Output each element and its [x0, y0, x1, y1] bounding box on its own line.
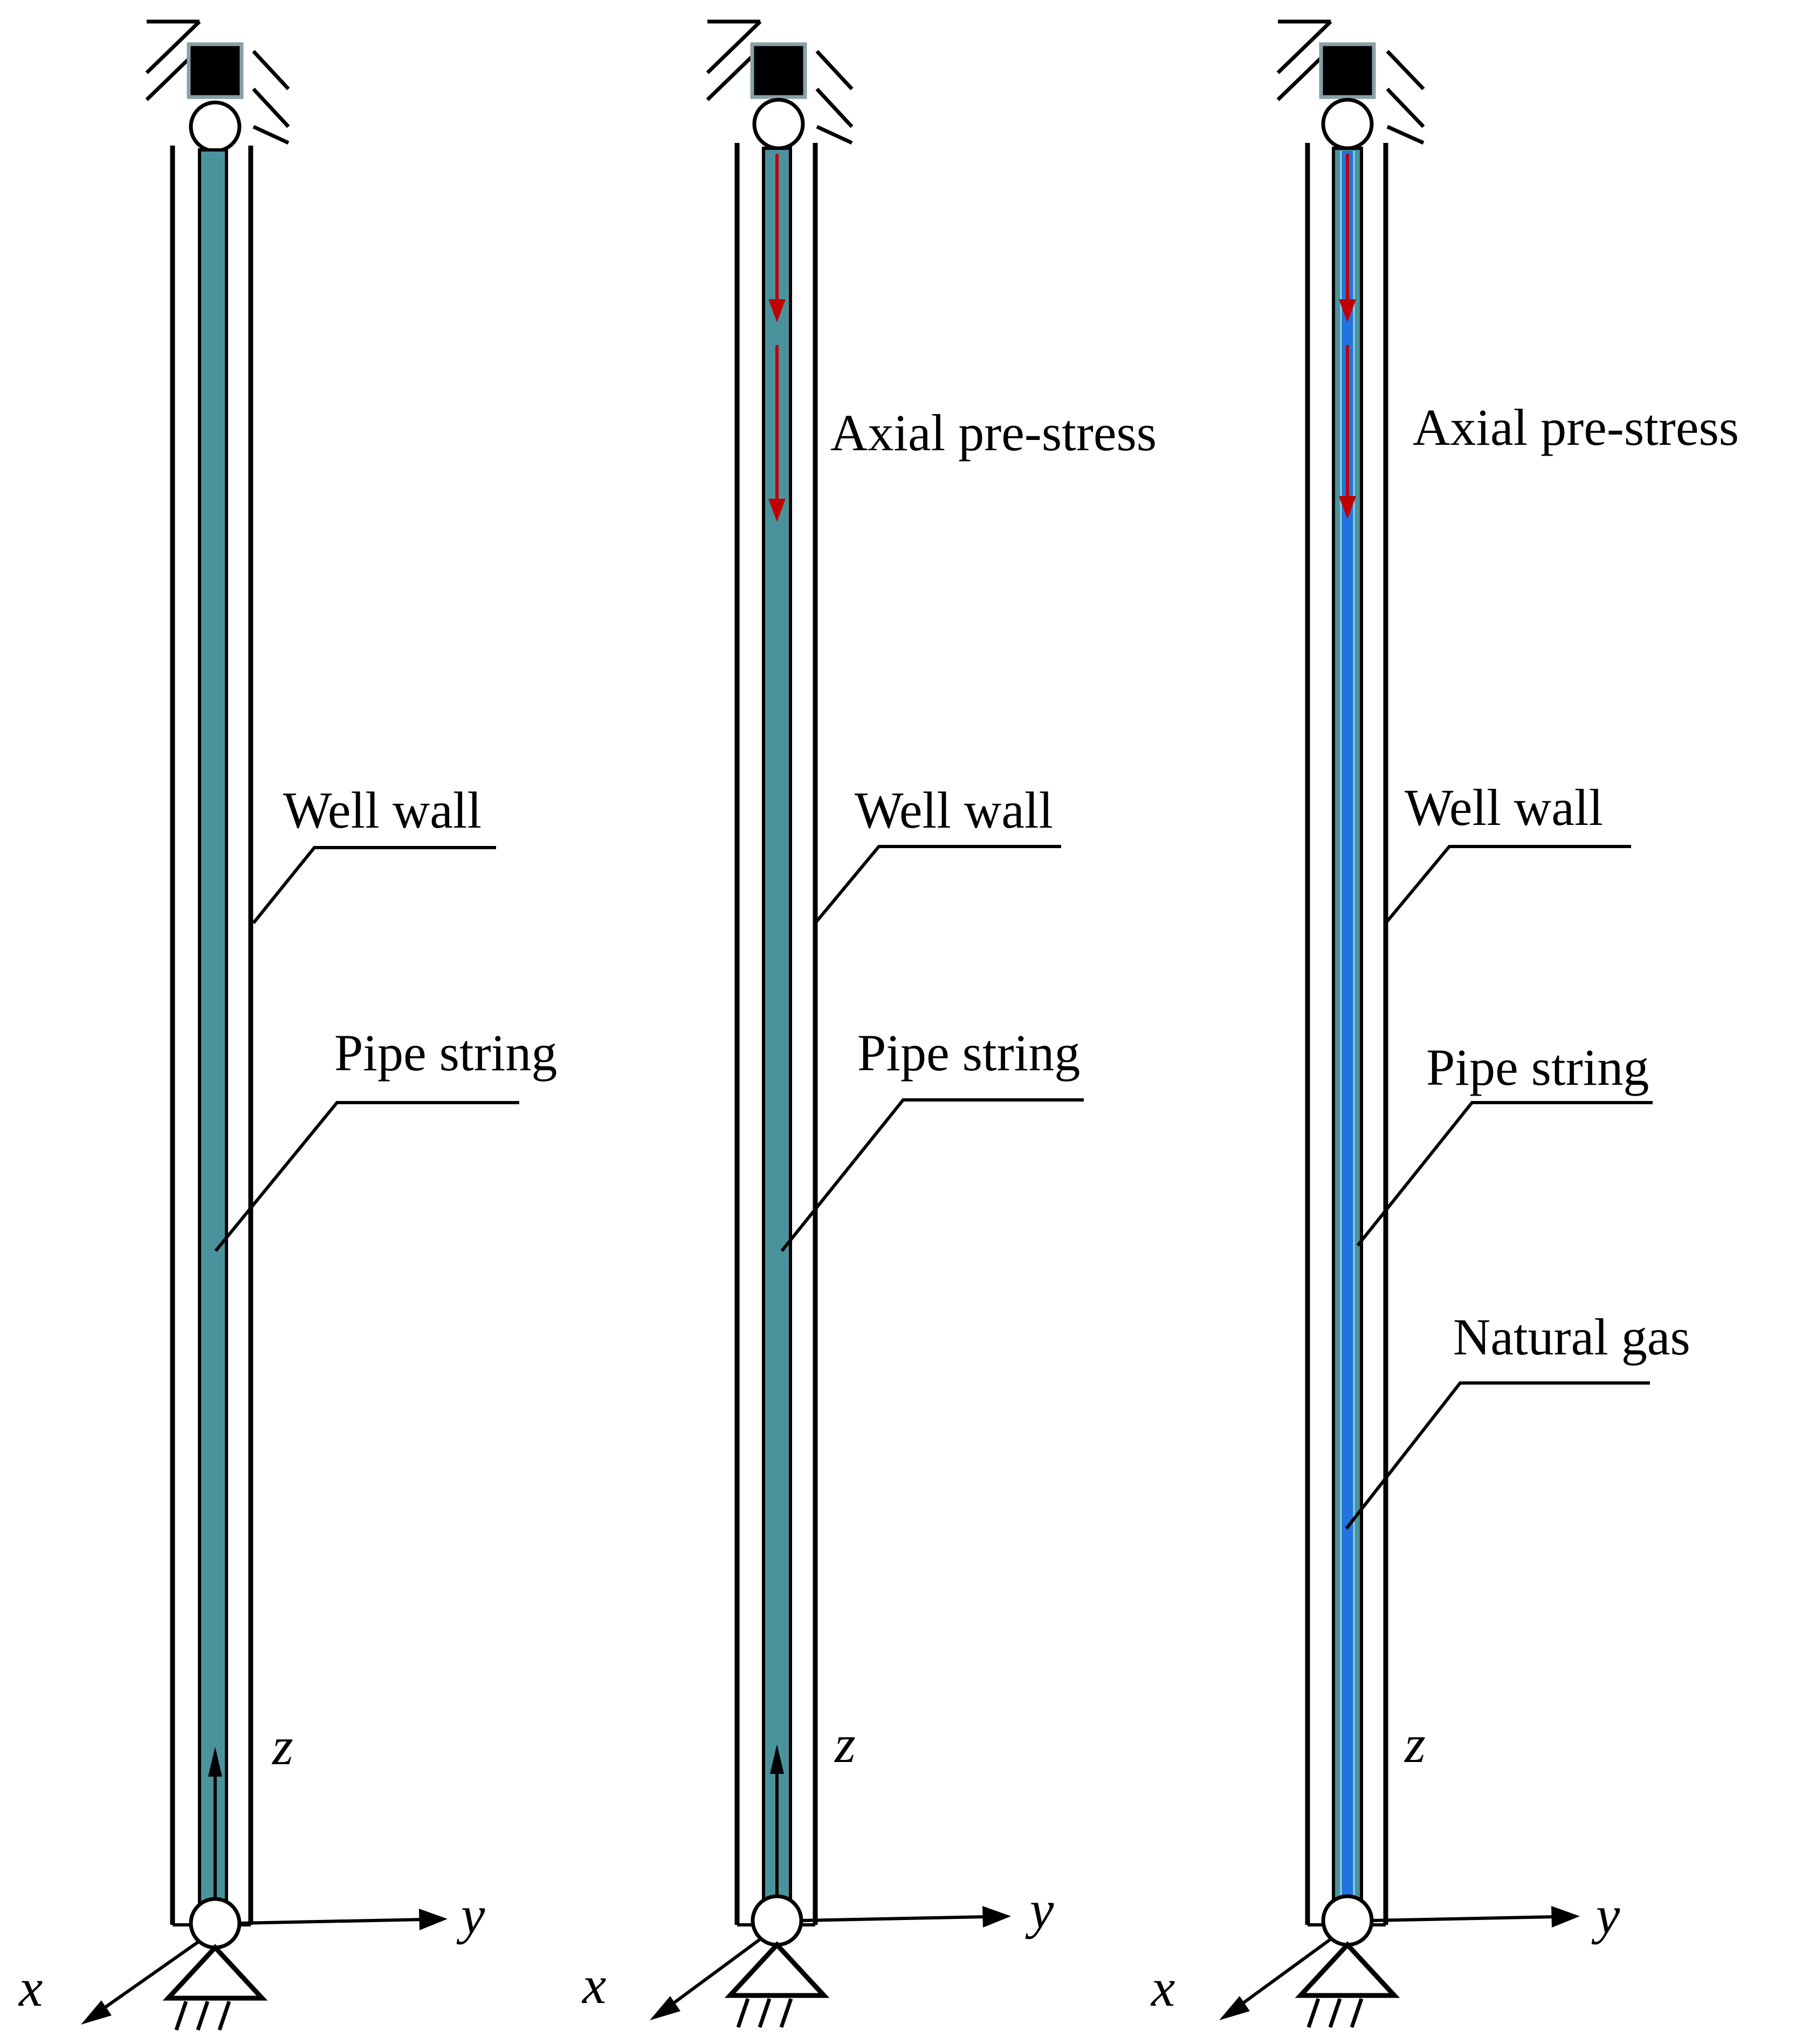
top-support-hatch-right — [815, 50, 854, 145]
top-pin-joint — [189, 100, 242, 153]
x-axis-line — [668, 1937, 762, 2008]
pipe-string-leader — [780, 1098, 1084, 1252]
top-fixed-block — [187, 42, 244, 99]
bottom-support-hatch — [174, 2000, 231, 2031]
z-axis-head — [770, 1744, 784, 1774]
x-axis-head — [1219, 1996, 1250, 2020]
pipe-string-leader — [1356, 1101, 1653, 1247]
y-axis-line — [239, 1918, 424, 1925]
prestress-arrow-1 — [1339, 154, 1356, 322]
x-axis-head — [81, 2000, 112, 2025]
bottom-support-triangle — [724, 1941, 830, 1998]
y-axis-line — [1371, 1915, 1556, 1922]
x-axis-head — [650, 1996, 680, 2020]
x-axis-label: x — [581, 1955, 606, 2015]
x-axis-label: x — [1150, 1958, 1175, 2018]
bottom-support-triangle — [162, 1944, 268, 2001]
top-pin-joint — [752, 98, 805, 150]
top-fixed-block — [750, 42, 807, 99]
x-axis-line — [1237, 1937, 1333, 2008]
z-axis-label: z — [834, 1714, 856, 1774]
natural-gas-core — [1342, 151, 1353, 1904]
bottom-support-hatch — [736, 1998, 793, 2028]
z-axis-head — [208, 1747, 222, 1777]
well-wall-label: Well wall — [855, 781, 1053, 839]
top-pin-joint — [1321, 98, 1374, 150]
well-wall-leader — [1384, 845, 1631, 924]
well-wall-leader — [252, 846, 496, 924]
prestress-arrow-1 — [768, 154, 786, 322]
well-wall-leader — [814, 845, 1061, 924]
y-axis-head — [419, 1909, 448, 1930]
bottom-support-triangle — [1295, 1941, 1400, 1998]
x-axis-label: x — [18, 1958, 43, 2018]
natural-gas-label: Natural gas — [1453, 1308, 1690, 1366]
natural-gas-leader — [1345, 1381, 1650, 1530]
panel-3: z y x Axial pre-stress Well wall Pipe st… — [1150, 19, 1739, 2028]
top-support-hatch-right — [252, 50, 290, 145]
y-axis-label: y — [1025, 1880, 1054, 1939]
prestress-arrow-2 — [1339, 345, 1356, 519]
y-axis-head — [1551, 1906, 1580, 1928]
axial-prestress-label: Axial pre-stress — [1413, 398, 1739, 456]
y-axis-line — [801, 1915, 987, 1922]
x-axis-line — [99, 1939, 201, 2013]
top-fixed-block — [1319, 42, 1376, 99]
top-support-hatch-right — [1386, 50, 1425, 145]
pipe-string-label: Pipe string — [857, 1024, 1080, 1082]
well-wall-label: Well wall — [1405, 779, 1603, 836]
prestress-arrow-2 — [768, 345, 786, 522]
pipe-string-label: Pipe string — [1426, 1038, 1649, 1096]
well-wall-label: Well wall — [283, 781, 482, 839]
bottom-support-hatch — [1306, 1998, 1364, 2028]
y-axis-label: y — [456, 1885, 485, 1945]
axial-prestress-label: Axial pre-stress — [830, 404, 1157, 462]
panel-1: z y x Well wall Pipe string — [18, 19, 557, 2031]
z-axis-label: z — [271, 1716, 293, 1776]
pipe-string — [762, 147, 792, 1909]
pipe-string-leader — [214, 1101, 519, 1252]
y-axis-head — [982, 1906, 1011, 1928]
pipe-string — [198, 148, 228, 1910]
panel-2: z y x Axial pre-stress Well wall Pipe st… — [581, 19, 1157, 2028]
pipe-string-label: Pipe string — [334, 1024, 557, 1082]
z-axis-label: z — [1404, 1714, 1426, 1774]
y-axis-label: y — [1591, 1885, 1620, 1945]
